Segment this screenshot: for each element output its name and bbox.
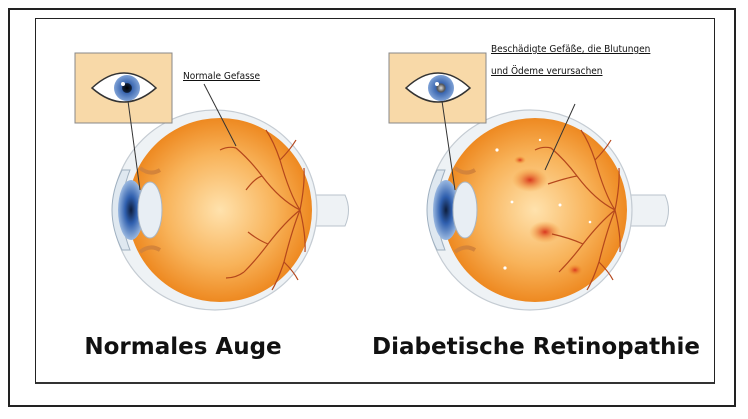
ciliary-body: [138, 166, 162, 254]
normal-vessels-label: Normale Gefasse: [183, 71, 260, 82]
inset-highlight: [121, 82, 125, 86]
lens-right: [452, 181, 478, 239]
retinal-vessels: [219, 129, 306, 291]
iris-side-view: [118, 180, 144, 240]
damaged-vessels-pointer: [544, 103, 576, 171]
normal-eye-caption: Normales Auge: [84, 334, 281, 360]
exudate-spots: [495, 138, 592, 270]
damaged-vessels: [534, 129, 621, 291]
inset-highlight-right: [435, 82, 439, 86]
hemorrhage-dot: [514, 156, 526, 164]
lens: [137, 181, 163, 239]
inset-pointer-line: [127, 100, 141, 191]
eye-globe: [128, 118, 312, 302]
hemorrhage-lower: [529, 221, 561, 243]
damaged-vessels-label-line2: und Ödeme verursachen: [491, 64, 603, 77]
normal-vessels-pointer: [203, 83, 237, 147]
inset-iris-right: [428, 75, 454, 101]
diabetic-eye-panel: Beschädigte Gefäße, die Blutungen und Öd…: [372, 44, 700, 360]
ciliary-body-right: [453, 166, 477, 254]
hemorrhage-small: [567, 264, 583, 276]
inset-pointer-line-right: [441, 100, 456, 191]
inset-iris: [114, 75, 140, 101]
damaged-vessels-label-line1: Beschädigte Gefäße, die Blutungen: [491, 44, 650, 55]
hemorrhage-upper: [512, 168, 548, 192]
iris-side-view-right: [433, 180, 459, 240]
diabetic-eye-caption: Diabetische Retinopathie: [372, 334, 700, 360]
normal-eye-panel: Normale Gefasse Normales Auge: [74, 52, 349, 360]
eye-globe-right: [443, 118, 627, 302]
